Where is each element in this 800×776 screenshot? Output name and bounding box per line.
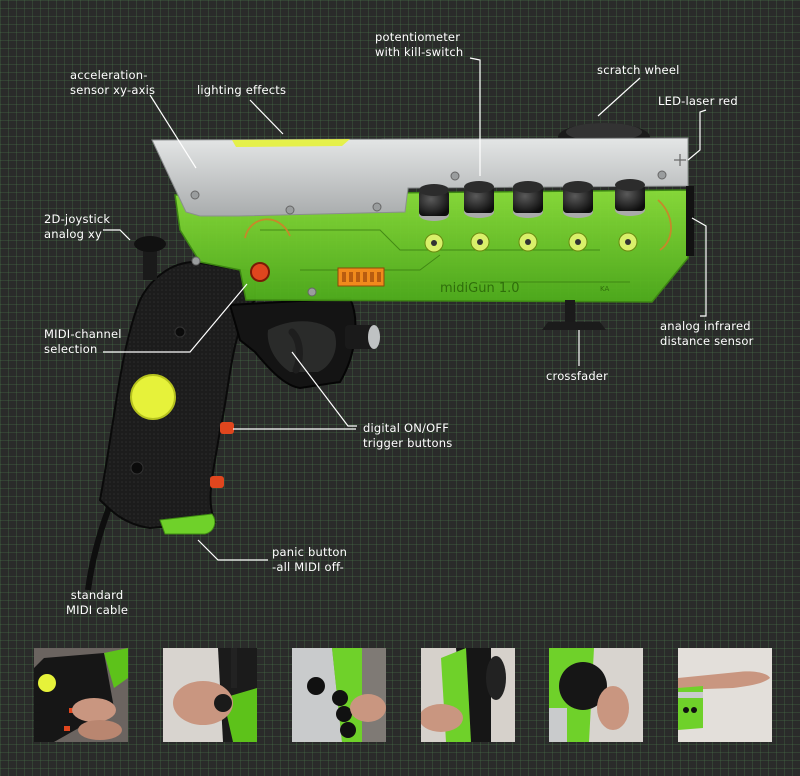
- leader-lines: [103, 57, 707, 561]
- crossfader-knob: [542, 322, 606, 330]
- joystick-stem: [143, 250, 157, 280]
- aluminium-top-plate: [151, 137, 689, 217]
- thumb-joystick: [163, 648, 257, 742]
- thumb-trigger-buttons: [34, 648, 128, 742]
- infrared-sensor: [686, 186, 694, 256]
- label-trigger-buttons: digital ON/OFF trigger buttons: [363, 421, 453, 450]
- label-potentiometer: potentiometer with kill-switch: [375, 30, 464, 59]
- label-joystick: 2D-joystick analog xy: [44, 212, 111, 241]
- potentiometer-knobs: [419, 179, 645, 221]
- midi-cable: [85, 498, 115, 591]
- label-led-laser: LED-laser red: [658, 94, 738, 108]
- trigger-button-lower: [210, 476, 224, 488]
- label-infrared-sensor: analog infrared distance sensor: [660, 319, 754, 348]
- red-board-button: [250, 262, 270, 282]
- label-panic-button: panic button -all MIDI off-: [272, 545, 348, 574]
- label-crossfader: crossfader: [546, 369, 609, 383]
- label-acceleration-sensor: acceleration- sensor xy-axis: [70, 68, 156, 97]
- joystick-knob: [134, 236, 166, 252]
- panic-button: [159, 513, 216, 535]
- thumb-hand-sensor: [678, 648, 772, 742]
- label-scratch-wheel: scratch wheel: [597, 63, 680, 77]
- grip-body: [98, 260, 256, 530]
- label-lighting-effects: lighting effects: [197, 83, 287, 97]
- yellow-grip-button: [130, 374, 176, 420]
- label-midi-cable: standard MIDI cable: [66, 588, 129, 617]
- side-knob: [345, 325, 375, 349]
- kill-switches: [424, 232, 638, 253]
- device-brand-text: midiGun 1.0: [440, 281, 520, 296]
- crossfader-slot: [565, 300, 575, 322]
- device-small-mark: KA: [600, 285, 609, 293]
- trigger-button-upper: [220, 422, 234, 434]
- thumb-scratch-wheel: [549, 648, 643, 742]
- thumb-scratch-side: [421, 648, 515, 742]
- trigger: [288, 328, 303, 374]
- thumb-knobs: [292, 648, 386, 742]
- label-midi-channel: MIDI-channel selection: [44, 327, 122, 356]
- lighting-strip: [232, 139, 350, 147]
